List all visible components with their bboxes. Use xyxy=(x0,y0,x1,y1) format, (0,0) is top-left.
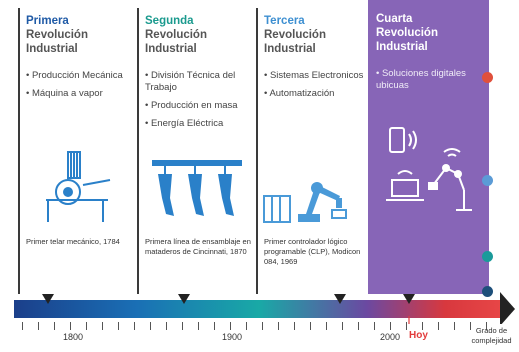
robot-arm-icon xyxy=(263,182,347,223)
year-label: 2000 xyxy=(380,332,401,342)
slaughter-line-icon xyxy=(152,160,242,216)
tick-mark xyxy=(406,322,407,330)
tick-mark xyxy=(486,322,487,330)
tick-mark xyxy=(294,322,295,330)
tick-mark xyxy=(310,322,311,330)
column-divider xyxy=(18,8,20,294)
era-label: Cuarta xyxy=(376,13,413,25)
caption: Primer telar mecánico, 1784 xyxy=(26,237,120,246)
tick-mark xyxy=(454,322,455,330)
loom-icon xyxy=(46,151,111,222)
marker-arrow xyxy=(403,294,415,304)
tick-mark xyxy=(262,322,263,330)
timeline-markers xyxy=(42,292,515,324)
marker-arrow xyxy=(334,294,346,304)
column-tercera: Tercera Revolución Industrial • Sistemas… xyxy=(256,8,368,294)
tick-mark xyxy=(342,322,343,330)
tick-mark xyxy=(230,322,231,330)
era-title: Revolución Industrial xyxy=(264,29,326,55)
caption: Primera línea de ensamblaje en mataderos… xyxy=(145,237,251,256)
tick-mark xyxy=(198,322,199,330)
tick-mark xyxy=(326,322,327,330)
era-label: Segunda xyxy=(145,15,194,27)
tick-mark xyxy=(150,322,151,330)
era-title: Revolución Industrial xyxy=(145,29,207,55)
bullet: • Sistemas Electronicos xyxy=(264,70,364,81)
column-arrowhead xyxy=(478,0,489,14)
caption: Primer controlador lógico programable (C… xyxy=(264,237,361,266)
column-cuarta: Cuarta Revolución Industrial • Solucione… xyxy=(368,0,489,294)
tick-mark xyxy=(118,322,119,330)
tick-mark xyxy=(214,322,215,330)
marker-arrow xyxy=(42,294,54,304)
tick-mark xyxy=(374,322,375,330)
bullet: • Energía Eléctrica xyxy=(145,118,224,129)
tick-mark xyxy=(390,322,391,330)
era-title: Revolución Industrial xyxy=(26,29,88,55)
tick-mark xyxy=(358,322,359,330)
tick-mark xyxy=(70,322,71,330)
hoy-label: Hoy xyxy=(409,330,428,341)
tick-mark xyxy=(166,322,167,330)
tick-mark xyxy=(438,322,439,330)
column-divider xyxy=(256,8,258,294)
marker-dot xyxy=(482,175,493,186)
tick-mark xyxy=(38,322,39,330)
bullet: • Máquina a vapor xyxy=(26,88,103,99)
marker-dot xyxy=(482,251,493,262)
tick-mark xyxy=(422,322,423,330)
year-label: 1800 xyxy=(63,332,84,342)
tick-mark xyxy=(182,322,183,330)
timeline-bar xyxy=(14,300,504,318)
tick-mark xyxy=(22,322,23,330)
bullet: • Soluciones digitales ubicuas xyxy=(376,68,466,91)
bullet: • Automatización xyxy=(264,88,335,99)
timeline-arrowhead xyxy=(500,292,515,324)
axis-label: Grado de complejidad xyxy=(471,326,512,345)
marker-arrow xyxy=(178,294,190,304)
bullet: • Producción Mecánica xyxy=(26,70,123,81)
column-primera: Primera Revolución Industrial • Producci… xyxy=(18,8,136,294)
column-divider xyxy=(137,8,139,294)
tick-mark xyxy=(54,322,55,330)
digital-devices-icon xyxy=(386,127,472,211)
tick-mark xyxy=(246,322,247,330)
tick-mark xyxy=(102,322,103,330)
tick-mark xyxy=(134,322,135,330)
tick-mark xyxy=(278,322,279,330)
bullet: • Producción en masa xyxy=(145,100,238,111)
tick-mark xyxy=(86,322,87,330)
bullet: • División Técnica del Trabajo xyxy=(145,70,236,93)
marker-dot xyxy=(482,72,493,83)
era-label: Primera xyxy=(26,15,69,27)
marker-dot xyxy=(482,286,493,297)
year-label: 1900 xyxy=(222,332,243,342)
era-title: Revolución Industrial xyxy=(376,27,438,53)
tick-mark xyxy=(470,322,471,330)
column-segunda: Segunda Revolución Industrial • División… xyxy=(137,8,255,294)
era-label: Tercera xyxy=(264,15,305,27)
